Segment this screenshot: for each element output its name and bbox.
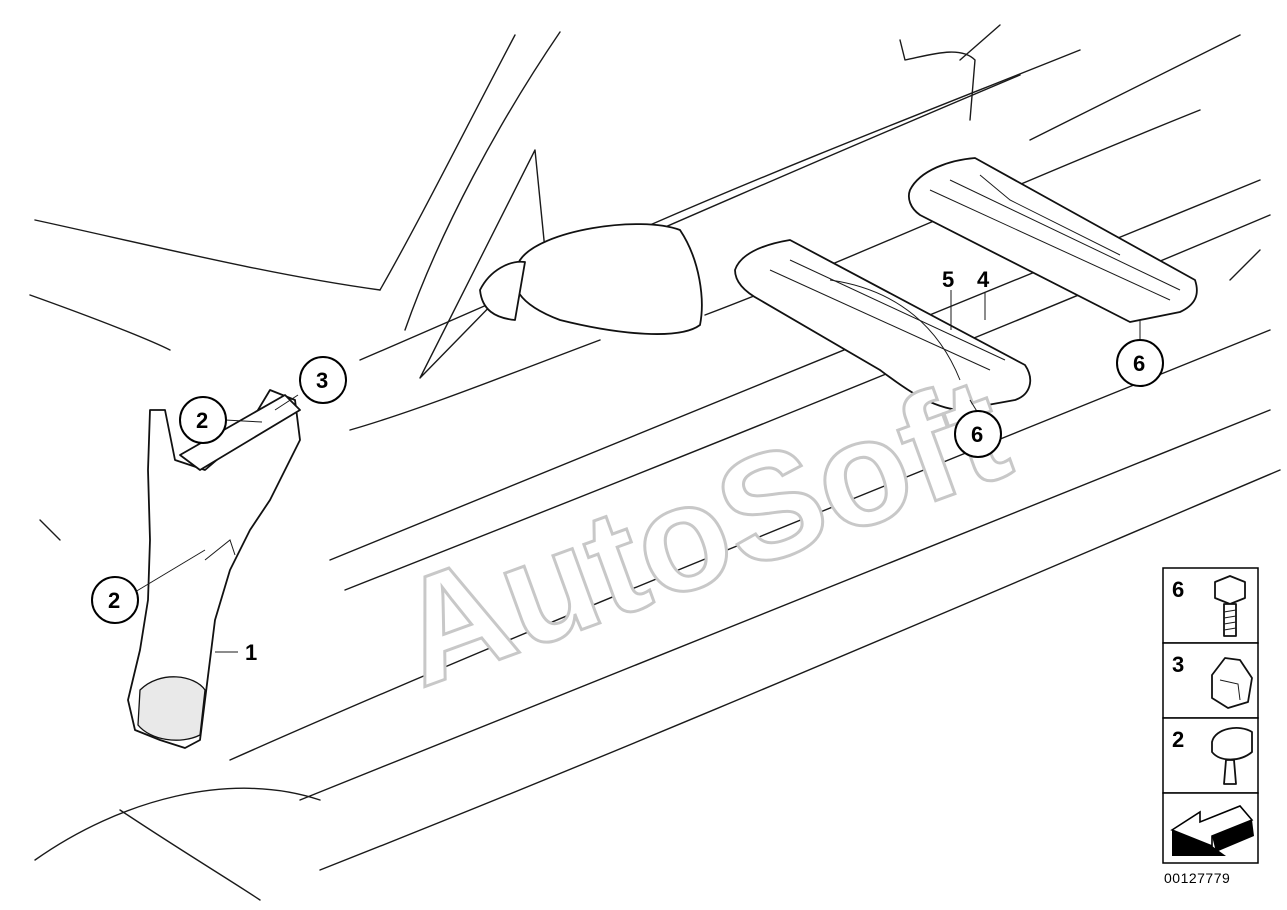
leader-lines: [134, 290, 1141, 653]
legend-number-2: 2: [1172, 727, 1184, 752]
arrow-icon: [1170, 805, 1254, 856]
side-mirror: [479, 223, 703, 335]
svg-text:6: 6: [971, 422, 983, 447]
callout-part-3: 3: [299, 356, 347, 404]
legend-number-6: 6: [1172, 577, 1184, 602]
svg-text:6: 6: [1133, 351, 1145, 376]
air-duct-part: [127, 389, 301, 749]
label-part-5: 5: [942, 267, 954, 292]
label-part-4: 4: [977, 267, 990, 292]
diagram-id: 00127779: [1164, 870, 1231, 886]
parts-legend: 6 3 2: [1162, 567, 1259, 864]
callout-part-6-left: 6: [954, 410, 1002, 458]
svg-text:2: 2: [108, 588, 120, 613]
insulation-pad-5: [734, 239, 1032, 411]
callout-part-2-upper: 2: [179, 396, 227, 444]
legend-number-3: 3: [1172, 652, 1184, 677]
clip-icon: [1211, 657, 1253, 709]
insulation-pad-4: [907, 157, 1198, 323]
bolt-icon: [1214, 575, 1246, 637]
label-part-1: 1: [245, 640, 257, 665]
rivet-icon: [1211, 727, 1253, 785]
svg-text:3: 3: [316, 368, 328, 393]
watermark-text: AutoSoft: [375, 344, 1027, 718]
callout-part-6-right: 6: [1116, 339, 1164, 387]
callout-part-2-lower: 2: [91, 576, 139, 624]
svg-text:2: 2: [196, 408, 208, 433]
